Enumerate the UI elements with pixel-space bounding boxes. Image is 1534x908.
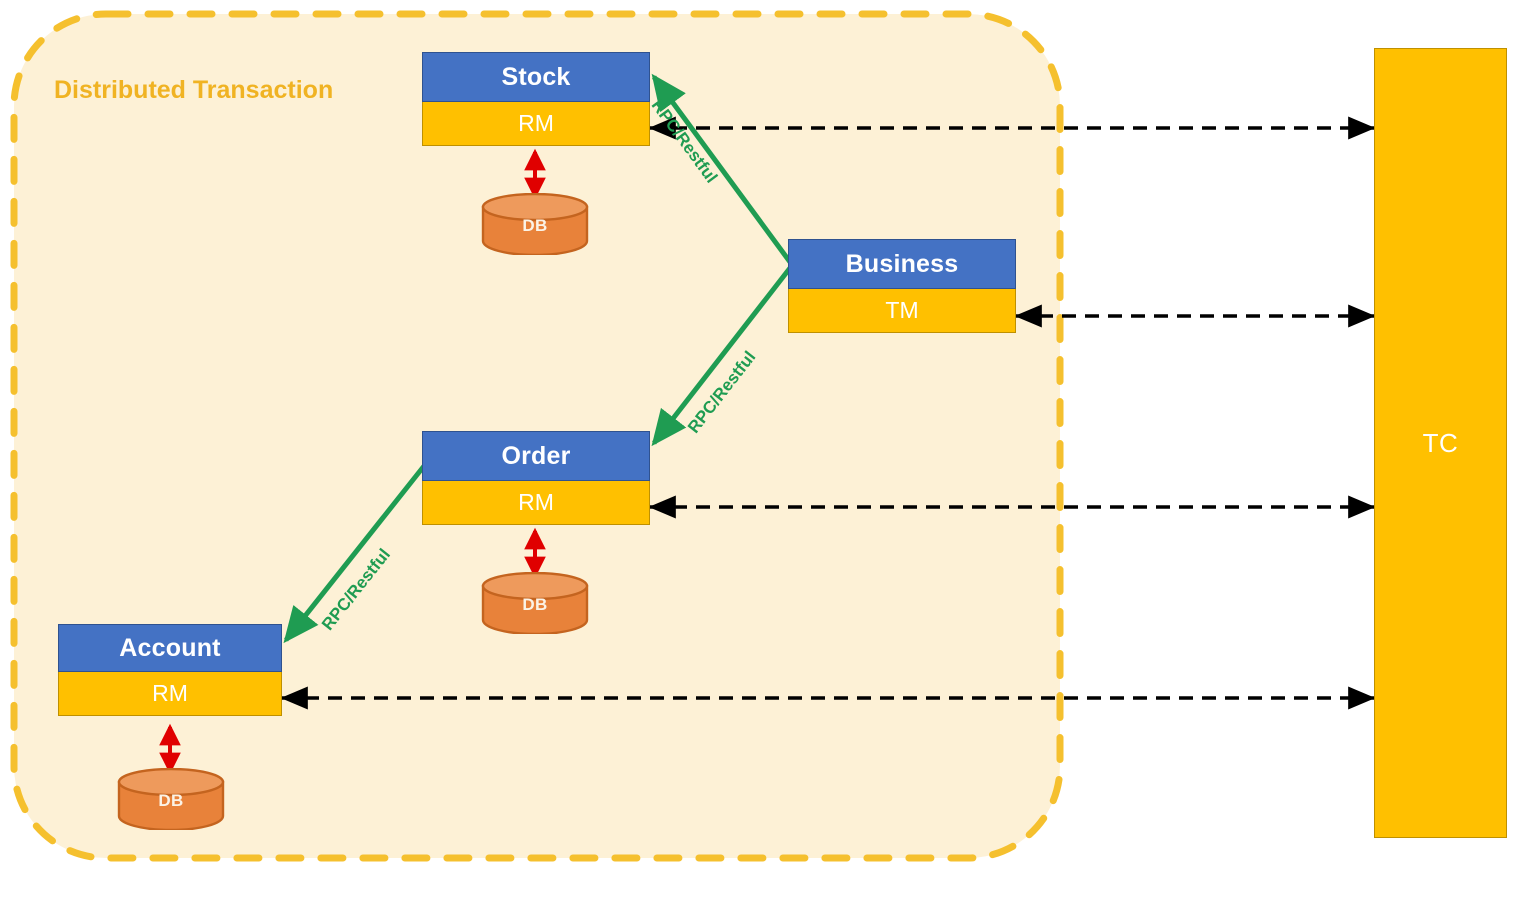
database-order: DB: [481, 571, 589, 636]
service-role-order: RM: [422, 481, 650, 525]
database-cylinder-icon: [481, 192, 589, 257]
rpc-arrow-business-to-stock: [651, 73, 793, 264]
rpc-arrow-order-to-account: [283, 464, 426, 644]
service-node-business[interactable]: Business TM: [788, 239, 1016, 333]
rpc-arrow-business-to-order: [651, 266, 792, 447]
database-cylinder-icon: [481, 571, 589, 636]
service-role-business: TM: [788, 289, 1016, 333]
coordinator-node-tc[interactable]: TC: [1374, 48, 1507, 838]
service-name-account: Account: [58, 624, 282, 672]
database-label-account: DB: [158, 791, 184, 810]
database-label-stock: DB: [522, 216, 548, 235]
service-role-account: RM: [58, 672, 282, 716]
service-node-account[interactable]: Account RM: [58, 624, 282, 716]
service-name-business: Business: [788, 239, 1016, 289]
database-cylinder-icon: [117, 767, 225, 832]
database-account: DB: [117, 767, 225, 832]
service-role-stock: RM: [422, 102, 650, 146]
coordinator-label: TC: [1422, 427, 1459, 458]
database-stock: DB: [481, 192, 589, 257]
service-node-order[interactable]: Order RM: [422, 431, 650, 525]
service-node-stock[interactable]: Stock RM: [422, 52, 650, 146]
service-name-order: Order: [422, 431, 650, 481]
database-label-order: DB: [522, 595, 548, 614]
group-title-label: Distributed Transaction: [54, 76, 334, 104]
service-name-stock: Stock: [422, 52, 650, 102]
